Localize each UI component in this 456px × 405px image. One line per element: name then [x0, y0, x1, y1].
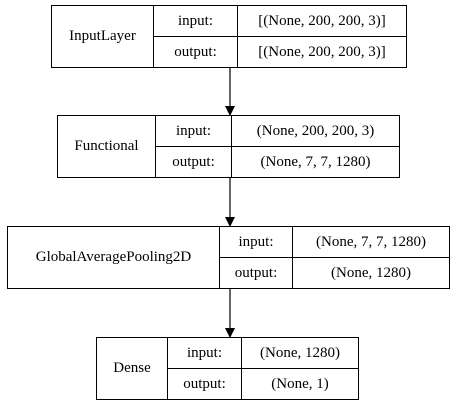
node-name: Dense — [97, 338, 168, 399]
output-shape: (None, 7, 7, 1280) — [260, 153, 371, 170]
output-label: output: — [234, 264, 278, 281]
port-labels: input: output: — [154, 6, 238, 67]
port-labels: input: output: — [220, 227, 293, 288]
input-label: input: — [220, 227, 292, 258]
node-input-layer: InputLayer input: output: [(None, 200, 2… — [51, 5, 407, 68]
node-name: InputLayer — [52, 6, 154, 67]
node-dense: Dense input: output: (None, 1280) (None,… — [96, 337, 359, 400]
input-shape: (None, 7, 7, 1280) — [293, 227, 449, 258]
output-label: output: — [172, 153, 215, 170]
output-label: output: — [174, 43, 217, 60]
port-shapes: [(None, 200, 200, 3)] [(None, 200, 200, … — [238, 6, 406, 67]
input-shape: [(None, 200, 200, 3)] — [238, 6, 406, 37]
input-label: input: — [168, 338, 241, 369]
output-shape: (None, 1) — [271, 375, 329, 392]
port-shapes: (None, 7, 7, 1280) (None, 1280) — [293, 227, 449, 288]
input-shape: (None, 1280) — [242, 338, 358, 369]
input-shape: (None, 200, 200, 3) — [232, 116, 399, 147]
input-label: input: — [156, 116, 231, 147]
port-shapes: (None, 200, 200, 3) (None, 7, 7, 1280) — [232, 116, 399, 177]
input-label: input: — [154, 6, 237, 37]
port-labels: input: output: — [156, 116, 232, 177]
output-shape: (None, 1280) — [331, 264, 411, 281]
output-shape: [(None, 200, 200, 3)] — [258, 43, 386, 60]
port-labels: input: output: — [168, 338, 242, 399]
node-name: Functional — [58, 116, 156, 177]
port-shapes: (None, 1280) (None, 1) — [242, 338, 358, 399]
node-name: GlobalAveragePooling2D — [8, 227, 220, 288]
node-global-average-pooling: GlobalAveragePooling2D input: output: (N… — [7, 226, 450, 289]
node-functional: Functional input: output: (None, 200, 20… — [57, 115, 400, 178]
output-label: output: — [183, 375, 226, 392]
